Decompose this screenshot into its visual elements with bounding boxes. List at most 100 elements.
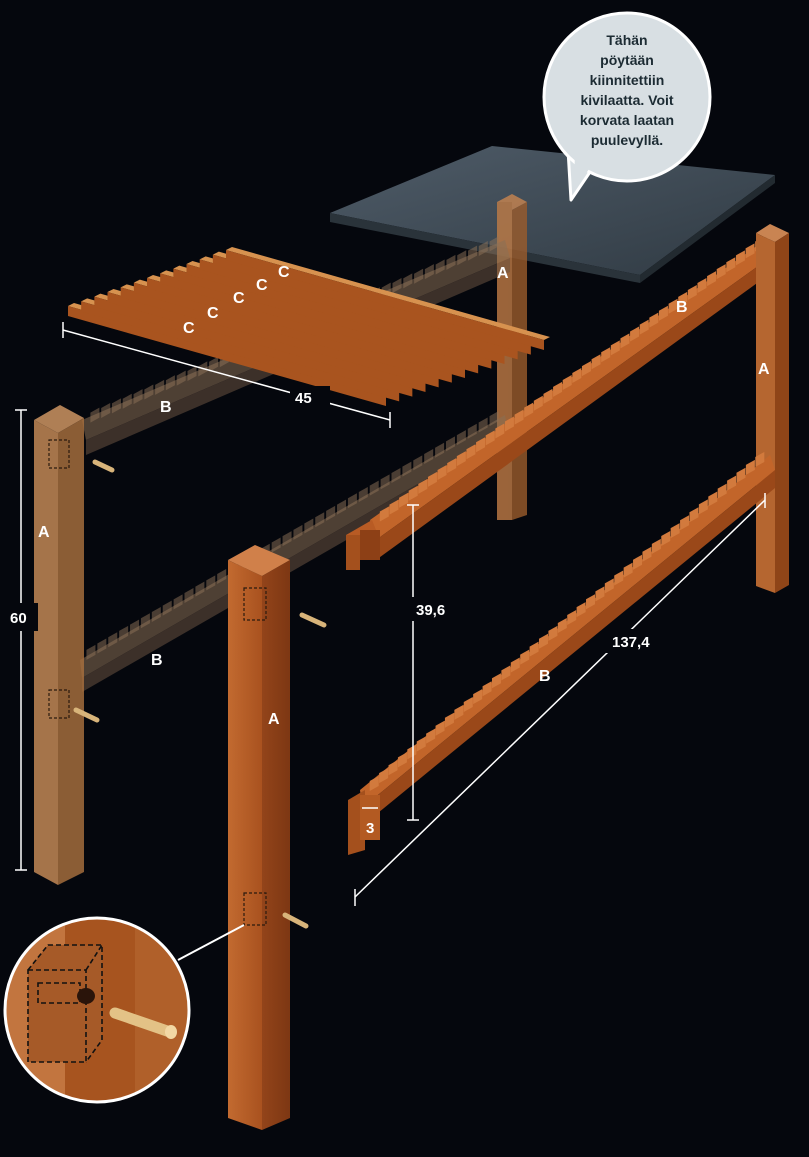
callout-line-1: Tähän (606, 32, 647, 48)
rail-tooth (661, 531, 671, 546)
leg-front-main-joint-lower (243, 892, 267, 926)
rail-tooth (457, 250, 467, 266)
rail-tooth (391, 468, 401, 483)
rail-tooth (454, 704, 464, 720)
dim-label-bg-39 (404, 597, 454, 621)
rail-tooth (668, 298, 678, 314)
rail-tooth (538, 633, 548, 649)
shelf-slat-side (68, 306, 386, 406)
label-c-1: C (183, 320, 195, 337)
rail-tooth (529, 641, 539, 657)
label-b-upper-right: B (676, 299, 688, 316)
label-a-back-right: A (497, 265, 509, 282)
dowel-pins (73, 459, 327, 929)
rail-tooth (491, 673, 501, 689)
rail-tooth (426, 728, 436, 744)
callout-line-3: kiinnitettiin (590, 72, 665, 88)
rail-tooth (520, 649, 530, 665)
rail-tooth (501, 665, 511, 681)
rail-tooth (651, 538, 661, 554)
rail-tooth (108, 632, 118, 648)
rail-tooth (293, 524, 303, 540)
rail-tooth (510, 657, 520, 673)
rail-tooth (504, 416, 514, 432)
rail-tooth (435, 442, 445, 458)
rail-tooth (698, 499, 708, 515)
leg-front-main-joint-upper (243, 587, 267, 621)
rail-tooth (591, 354, 601, 370)
slatted-shelf (68, 247, 550, 406)
rail-tooth (435, 259, 445, 275)
rail-tooth (548, 625, 558, 641)
dimension-lines (15, 322, 766, 906)
label-a-back-left: A (38, 524, 50, 541)
rail-tooth (413, 455, 423, 471)
rail-tooth (424, 449, 434, 465)
rail-tooth (418, 478, 428, 494)
rail-tooth (581, 361, 591, 377)
dim-label-bg-137 (606, 629, 662, 653)
rail-front-upper-teeth (379, 236, 765, 522)
rail-tooth (476, 437, 486, 453)
rail-tooth (610, 340, 620, 356)
rail-tooth (533, 395, 543, 411)
rail-tooth (623, 562, 633, 578)
label-b-back-lower: B (151, 652, 163, 669)
rail-tooth (173, 594, 183, 610)
rail-tooth (392, 278, 402, 293)
rail-tooth (478, 417, 488, 433)
rail-front-upper (346, 238, 775, 570)
rail-tooth (736, 467, 746, 483)
rail-tooth (633, 554, 643, 570)
rail-tooth (553, 381, 563, 397)
rail-tooth (304, 518, 314, 534)
rail-tooth (337, 499, 347, 515)
rail-tooth (397, 752, 407, 768)
rail-tooth (122, 393, 132, 409)
rail-tooth (456, 451, 466, 467)
dim-rail-length: 137,4 (612, 634, 650, 651)
rail-tooth (639, 319, 649, 335)
rail-tooth (456, 430, 466, 446)
rail-tooth (437, 464, 447, 480)
rail-tooth (697, 278, 707, 294)
shelf-slat-side (199, 259, 518, 360)
rail-tooth (586, 594, 596, 610)
rail-tooth (111, 398, 121, 414)
rail-tooth (726, 257, 736, 273)
rail-tooth (572, 368, 582, 384)
rail-tooth (416, 736, 426, 752)
rail-tooth (347, 493, 357, 509)
label-c-5: C (278, 264, 290, 281)
callout-bubble (542, 11, 712, 202)
rail-tooth (86, 644, 96, 660)
rail-tooth (155, 379, 165, 395)
rail-tooth (524, 402, 534, 418)
shelf-slat-side (212, 254, 531, 355)
rail-tooth (133, 389, 143, 405)
rail-tooth (604, 578, 614, 594)
label-b-back-upper: B (160, 399, 172, 416)
rail-tooth (716, 264, 726, 280)
rail-tooth (689, 507, 699, 523)
rail-back-lower (80, 415, 508, 692)
rail-tooth (388, 760, 398, 776)
rail-tooth (489, 236, 499, 252)
callout-line-5: korvata laatan (580, 112, 674, 128)
rail-tooth (735, 250, 745, 266)
rail-tooth (379, 768, 389, 784)
shelf-slat-side (147, 278, 465, 378)
shelf-slat-top (226, 247, 550, 340)
rail-tooth (680, 515, 690, 531)
rail-tooth (162, 600, 172, 616)
rail-tooth (658, 305, 668, 321)
dim-slat-width: 45 (295, 390, 312, 407)
rail-tooth (445, 436, 455, 452)
rail-tooth (614, 570, 624, 586)
rail-tooth (687, 284, 697, 300)
rail-tooth (745, 459, 755, 475)
rail-tooth (489, 411, 499, 427)
rail-tooth (358, 486, 368, 502)
rail-tooth (380, 474, 390, 490)
shelf-slat-side (133, 282, 452, 383)
